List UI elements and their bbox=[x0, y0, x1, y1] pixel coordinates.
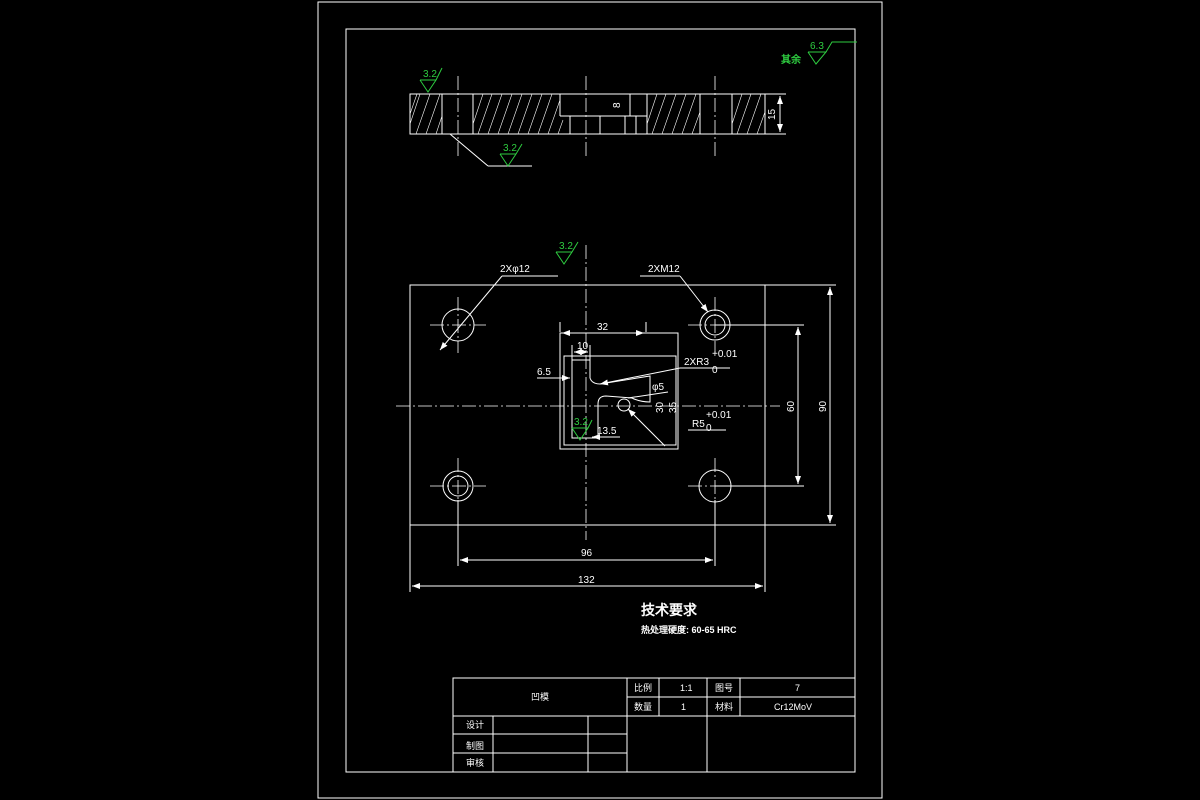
quantity-value: 1 bbox=[681, 702, 686, 712]
scale-value: 1:1 bbox=[680, 683, 693, 693]
drawing-no-label: 图号 bbox=[715, 683, 733, 693]
die-cavity bbox=[571, 359, 651, 439]
drawing-no-value: 7 bbox=[795, 683, 800, 693]
section-view: 8 15 3.2 3.2 bbox=[409, 67, 786, 167]
outer-sheet-border bbox=[317, 1, 883, 799]
hole-top-left bbox=[430, 297, 486, 353]
opening-offset-dim: 13.5 bbox=[597, 426, 617, 437]
quantity-label: 数量 bbox=[634, 701, 652, 712]
drafter-label: 制图 bbox=[466, 740, 484, 751]
radius-small-tol-lower: 0 bbox=[712, 365, 718, 376]
general-roughness-symbol: 其余 6.3 bbox=[781, 41, 857, 66]
general-roughness-value: 6.3 bbox=[810, 41, 824, 52]
thickness-dim: 15 bbox=[767, 108, 778, 120]
small-dia-label: φ5 bbox=[652, 382, 664, 393]
overall-width-dim: 132 bbox=[578, 575, 595, 586]
radius-small-tol-upper: +0.01 bbox=[712, 349, 738, 360]
tapped-hole-label: 2XM12 bbox=[648, 264, 680, 275]
roughness-opening: 3.2 bbox=[574, 417, 588, 428]
overall-height-dim: 90 bbox=[818, 400, 829, 412]
radius-large-tol-lower: 0 bbox=[706, 423, 712, 434]
part-name: 凹模 bbox=[531, 692, 549, 702]
plate-outline bbox=[409, 284, 766, 526]
plan-view: 2Xφ12 3.2 2XM12 32 10 6.5 2XR3 +0.01 0 φ… bbox=[396, 241, 836, 592]
inner-drawing-frame bbox=[345, 28, 856, 773]
roughness-section-bottom: 3.2 bbox=[503, 143, 517, 154]
slot-width-dim: 10 bbox=[577, 341, 589, 352]
radius-large-tol-upper: +0.01 bbox=[706, 410, 732, 421]
radius-small-label: 2XR3 bbox=[684, 357, 709, 368]
roughness-top-left: 3.2 bbox=[423, 69, 437, 80]
offset-dim: 6.5 bbox=[537, 367, 551, 378]
title-block: 凹模 比例 1:1 图号 7 数量 1 材料 Cr12MoV 设计 制图 审核 bbox=[452, 677, 856, 773]
tech-req-title: 技术要求 bbox=[641, 602, 698, 618]
radius-large-label: R5 bbox=[692, 419, 705, 430]
hole-spacing-x-dim: 96 bbox=[581, 548, 593, 559]
material-value: Cr12MoV bbox=[774, 702, 812, 712]
roughness-plan-top: 3.2 bbox=[559, 241, 573, 252]
hole-spacing-y-dim: 60 bbox=[786, 400, 797, 412]
tech-req-line1: 热处理硬度: 60-65 HRC bbox=[641, 624, 737, 635]
center-hole bbox=[617, 398, 631, 412]
height-a-dim: 30 bbox=[655, 401, 666, 413]
dowel-hole-label: 2Xφ12 bbox=[500, 264, 530, 275]
general-roughness-label: 其余 bbox=[781, 53, 802, 66]
depth-dim: 8 bbox=[612, 102, 623, 108]
opening-width-dim: 32 bbox=[597, 322, 609, 333]
height-b-dim: 35 bbox=[668, 401, 679, 413]
section-outline bbox=[409, 93, 766, 135]
scale-label: 比例 bbox=[634, 682, 652, 693]
designer-label: 设计 bbox=[466, 719, 484, 730]
material-label: 材料 bbox=[715, 701, 733, 712]
technical-requirements: 技术要求 热处理硬度: 60-65 HRC bbox=[641, 602, 737, 635]
section-hatching bbox=[409, 93, 766, 135]
reviewer-label: 审核 bbox=[466, 757, 484, 768]
